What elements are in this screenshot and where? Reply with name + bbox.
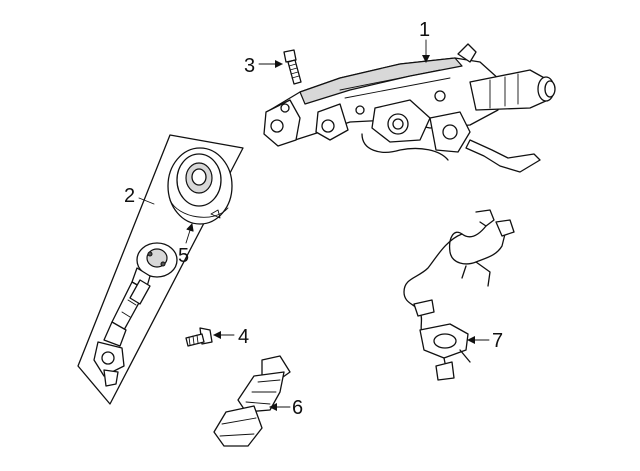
leader-5: [185, 223, 194, 244]
steering-column-assembly: [263, 43, 556, 173]
shaft-pinch-bolt: [185, 327, 213, 347]
callout-labels: 1 2 3 4 5 6 7: [124, 19, 503, 419]
shaft-group-outline: [77, 134, 244, 405]
intermediate-shaft: [93, 242, 178, 387]
callout-5: 5: [178, 245, 189, 267]
callout-2: 2: [124, 185, 135, 207]
wiring-harness: [403, 209, 515, 381]
lower-steering-boot: [213, 355, 291, 447]
callout-1: 1: [419, 19, 430, 41]
column-mounting-bolt: [283, 49, 302, 85]
callout-7: 7: [492, 330, 503, 352]
leader-2: [138, 197, 155, 205]
callout-3: 3: [244, 55, 255, 77]
callout-6: 6: [292, 397, 303, 419]
callout-4: 4: [238, 326, 249, 348]
column-boot-seal: [167, 147, 233, 225]
callout-leaders: [138, 39, 490, 411]
